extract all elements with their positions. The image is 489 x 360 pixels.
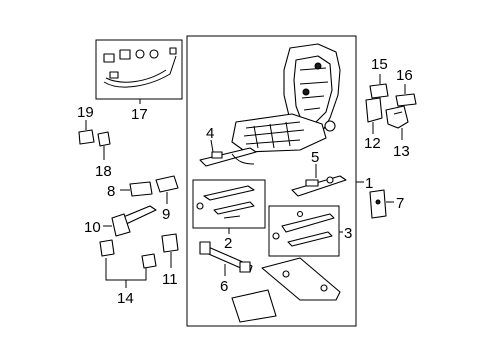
part-9-bracket [155,175,179,193]
callout-11: 11 [162,271,178,288]
part-17-harness [103,47,177,88]
callout-17: 17 [131,106,148,123]
part-10-lever [111,205,157,237]
part-8-cover [129,181,153,197]
callout-16: 16 [396,67,413,84]
part-14-cover-b [141,253,157,269]
main-assembly-frame [186,35,357,327]
part-14-cover-a [99,239,115,257]
part-11-knob [161,233,179,253]
leader-4 [210,139,214,153]
part-3-components [272,210,335,247]
callout-14: 14 [117,290,134,307]
part-6-cross-member [199,241,253,273]
callout-4: 4 [206,125,214,142]
leader-14 [105,258,147,288]
callout-18: 18 [95,163,112,180]
seat-back-frame [283,43,341,139]
callout-10: 10 [84,219,101,236]
callout-8: 8 [107,183,115,200]
part-17-box [95,39,183,100]
part-4-slide-rail [199,147,257,167]
lower-frame [231,257,341,323]
part-2-components [196,185,255,219]
callout-7: 7 [396,195,404,212]
part-3-box [268,205,340,257]
callout-13: 13 [393,143,410,160]
part-12-trim [365,97,383,123]
part-5-slide-rail [291,175,347,197]
callout-19: 19 [77,104,94,121]
callout-15: 15 [371,56,388,73]
part-19-clip [78,129,95,145]
part-7-side-cover [369,189,387,219]
callout-6: 6 [220,278,228,295]
part-18-clip [97,131,111,147]
part-16-cover [395,93,417,107]
callout-9: 9 [162,206,170,223]
part-2-box [192,179,266,229]
callout-2: 2 [224,235,232,252]
part-15-cover [369,83,389,99]
callout-1: 1 [365,175,373,192]
seat-cushion-frame [231,113,327,153]
callout-3: 3 [344,225,352,242]
callout-5: 5 [311,149,319,166]
part-13-bracket [385,105,409,129]
callout-12: 12 [364,135,381,152]
